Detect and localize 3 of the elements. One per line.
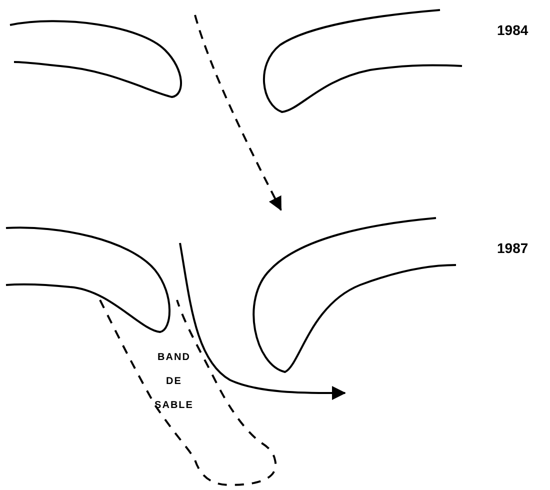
year-label: 1984 bbox=[497, 22, 528, 38]
sandbank-label: BAND DE SABLE bbox=[154, 351, 194, 413]
year-label: 1987 bbox=[497, 240, 528, 256]
